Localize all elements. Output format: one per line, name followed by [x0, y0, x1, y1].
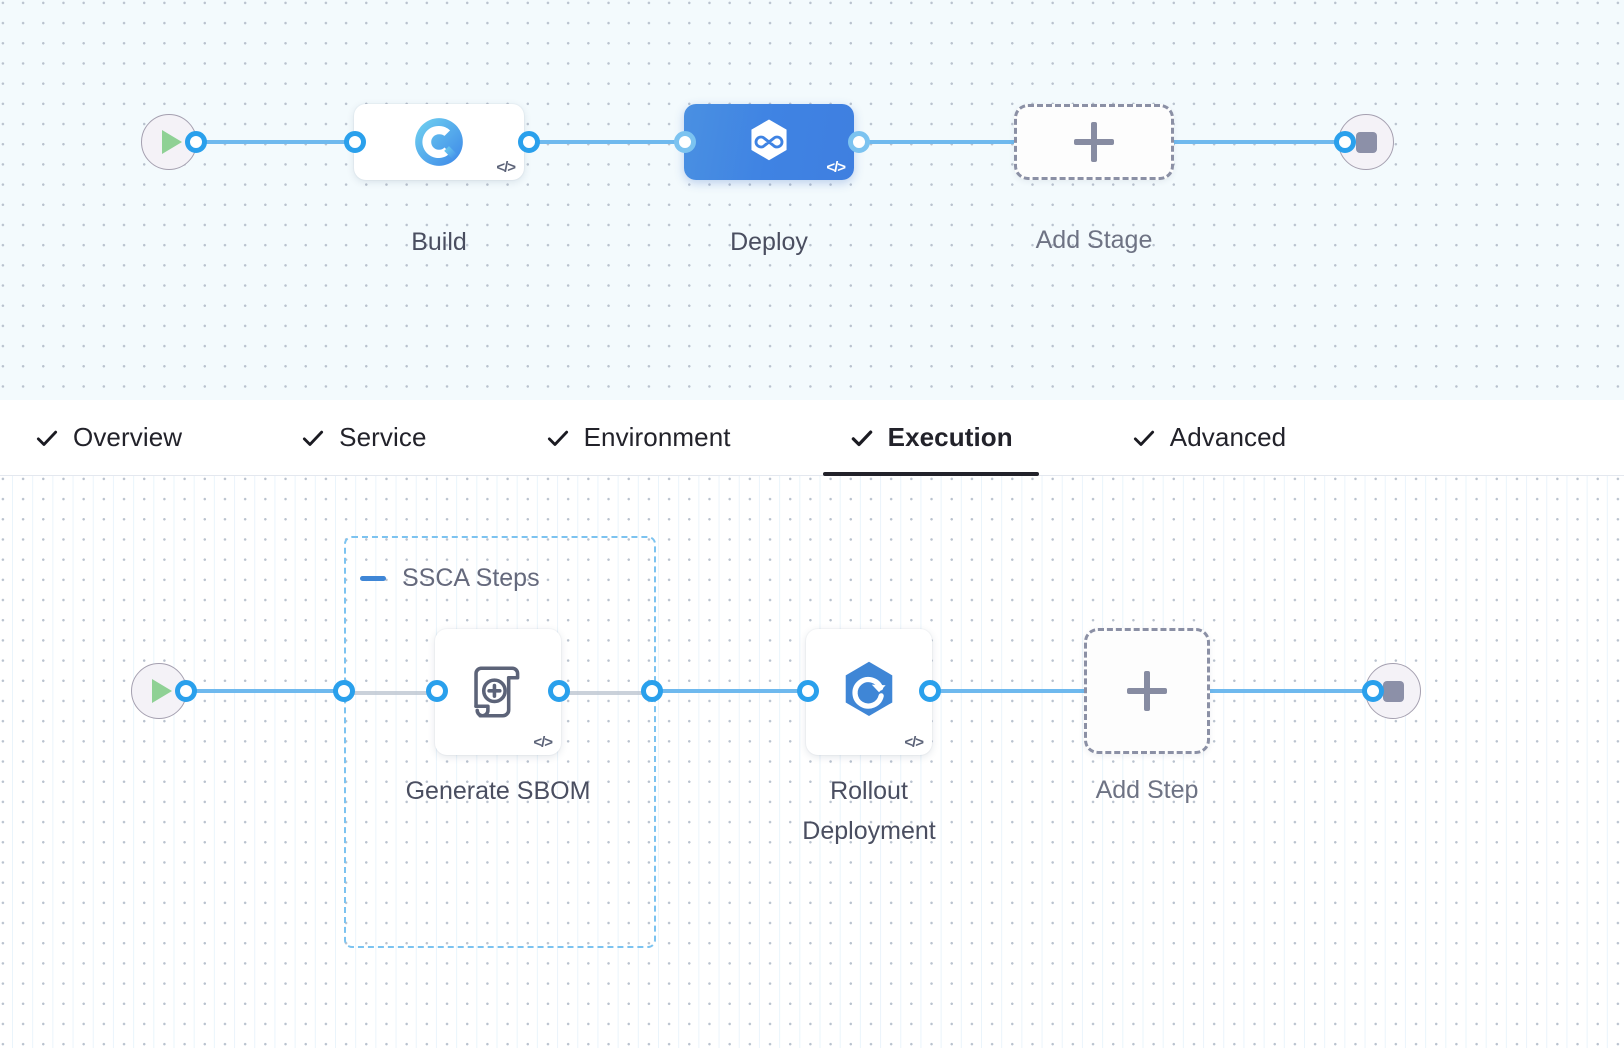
edge-group-to-rollout [650, 689, 815, 693]
port-step-start-out[interactable] [175, 680, 197, 702]
step-group-title: SSCA Steps [402, 564, 540, 592]
code-badge-deploy[interactable]: </> [826, 159, 846, 176]
code-badge-generate-sbom[interactable]: </> [533, 734, 553, 751]
tab-label-overview: Overview [73, 422, 183, 452]
tab-environment[interactable]: Environment [541, 400, 735, 476]
port-deploy-in[interactable] [674, 131, 696, 153]
check-icon [851, 430, 872, 446]
stage-config-tabs: Overview Service Environment Execution A… [0, 400, 1624, 476]
edge-group-out-dashed [556, 691, 652, 695]
stop-icon [1355, 131, 1377, 153]
minus-icon[interactable] [360, 576, 386, 581]
stage-node-build[interactable]: </> [354, 104, 524, 180]
port-build-in[interactable] [344, 131, 366, 153]
edge-rollout-to-addstep [925, 689, 1090, 693]
edge-addstep-to-end [1205, 689, 1375, 693]
port-start-out[interactable] [185, 131, 207, 153]
port-rollout-out[interactable] [919, 680, 941, 702]
check-icon [547, 430, 568, 446]
port-rollout-in[interactable] [797, 680, 819, 702]
tab-label-environment: Environment [583, 422, 731, 452]
check-icon [36, 430, 58, 446]
add-step-button[interactable] [1084, 628, 1210, 754]
step-label-rollout-deployment: Rollout Deployment [802, 777, 936, 845]
add-step-label: Add Step [1095, 776, 1199, 804]
edge-deploy-to-addstage [845, 140, 1030, 144]
harness-rollout-hexagon-icon [845, 661, 893, 717]
execution-graph-canvas[interactable]: SSCA Steps [0, 476, 1624, 1048]
edge-start-to-group [180, 689, 350, 693]
port-end-in[interactable] [1334, 131, 1356, 153]
add-stage-label: Add Stage [1035, 226, 1153, 254]
harness-ci-build-icon [415, 118, 463, 166]
tab-execution[interactable]: Execution [822, 400, 1039, 476]
tab-service[interactable]: Service [296, 400, 430, 476]
check-icon [1133, 430, 1154, 446]
port-step-end-in[interactable] [1362, 680, 1384, 702]
step-group-header: SSCA Steps [360, 564, 540, 593]
edge-build-to-deploy [525, 140, 695, 144]
step-label-generate-sbom: Generate SBOM [405, 777, 591, 805]
play-icon [162, 130, 182, 154]
plus-icon [1074, 122, 1114, 162]
port-group-in[interactable] [333, 680, 355, 702]
plus-icon [1127, 671, 1167, 711]
tab-label-advanced: Advanced [1169, 422, 1287, 452]
port-build-out[interactable] [518, 131, 540, 153]
port-group-out[interactable] [641, 680, 663, 702]
stage-node-deploy[interactable]: </> [684, 104, 854, 180]
stage-graph-canvas[interactable]: </> Build </> Deploy Add Stage [0, 0, 1624, 412]
edge-start-to-build [190, 140, 360, 144]
port-deploy-out[interactable] [848, 131, 870, 153]
harness-cd-infinity-icon [751, 119, 787, 161]
stage-label-deploy: Deploy [730, 228, 808, 256]
step-node-generate-sbom[interactable]: </> [435, 629, 561, 755]
sbom-scroll-plus-icon [474, 666, 520, 718]
edge-addstage-to-end [1165, 140, 1360, 144]
stop-icon [1382, 680, 1404, 702]
step-node-rollout-deployment[interactable]: </> [806, 629, 932, 755]
tab-advanced[interactable]: Advanced [1127, 400, 1290, 476]
step-end-node[interactable] [1365, 663, 1421, 719]
stage-label-build: Build [411, 228, 467, 256]
port-sbom-in[interactable] [426, 680, 448, 702]
check-icon [303, 430, 324, 446]
code-badge-build[interactable]: </> [496, 159, 516, 176]
step-group-ssca[interactable] [344, 536, 656, 948]
add-stage-button[interactable] [1014, 104, 1174, 180]
tab-overview[interactable]: Overview [30, 400, 186, 476]
tab-label-execution: Execution [887, 422, 1013, 452]
edge-group-in-dashed [350, 691, 436, 695]
tab-label-service: Service [339, 422, 427, 452]
port-sbom-out[interactable] [548, 680, 570, 702]
play-icon [152, 679, 172, 703]
code-badge-rollout[interactable]: </> [904, 734, 924, 751]
